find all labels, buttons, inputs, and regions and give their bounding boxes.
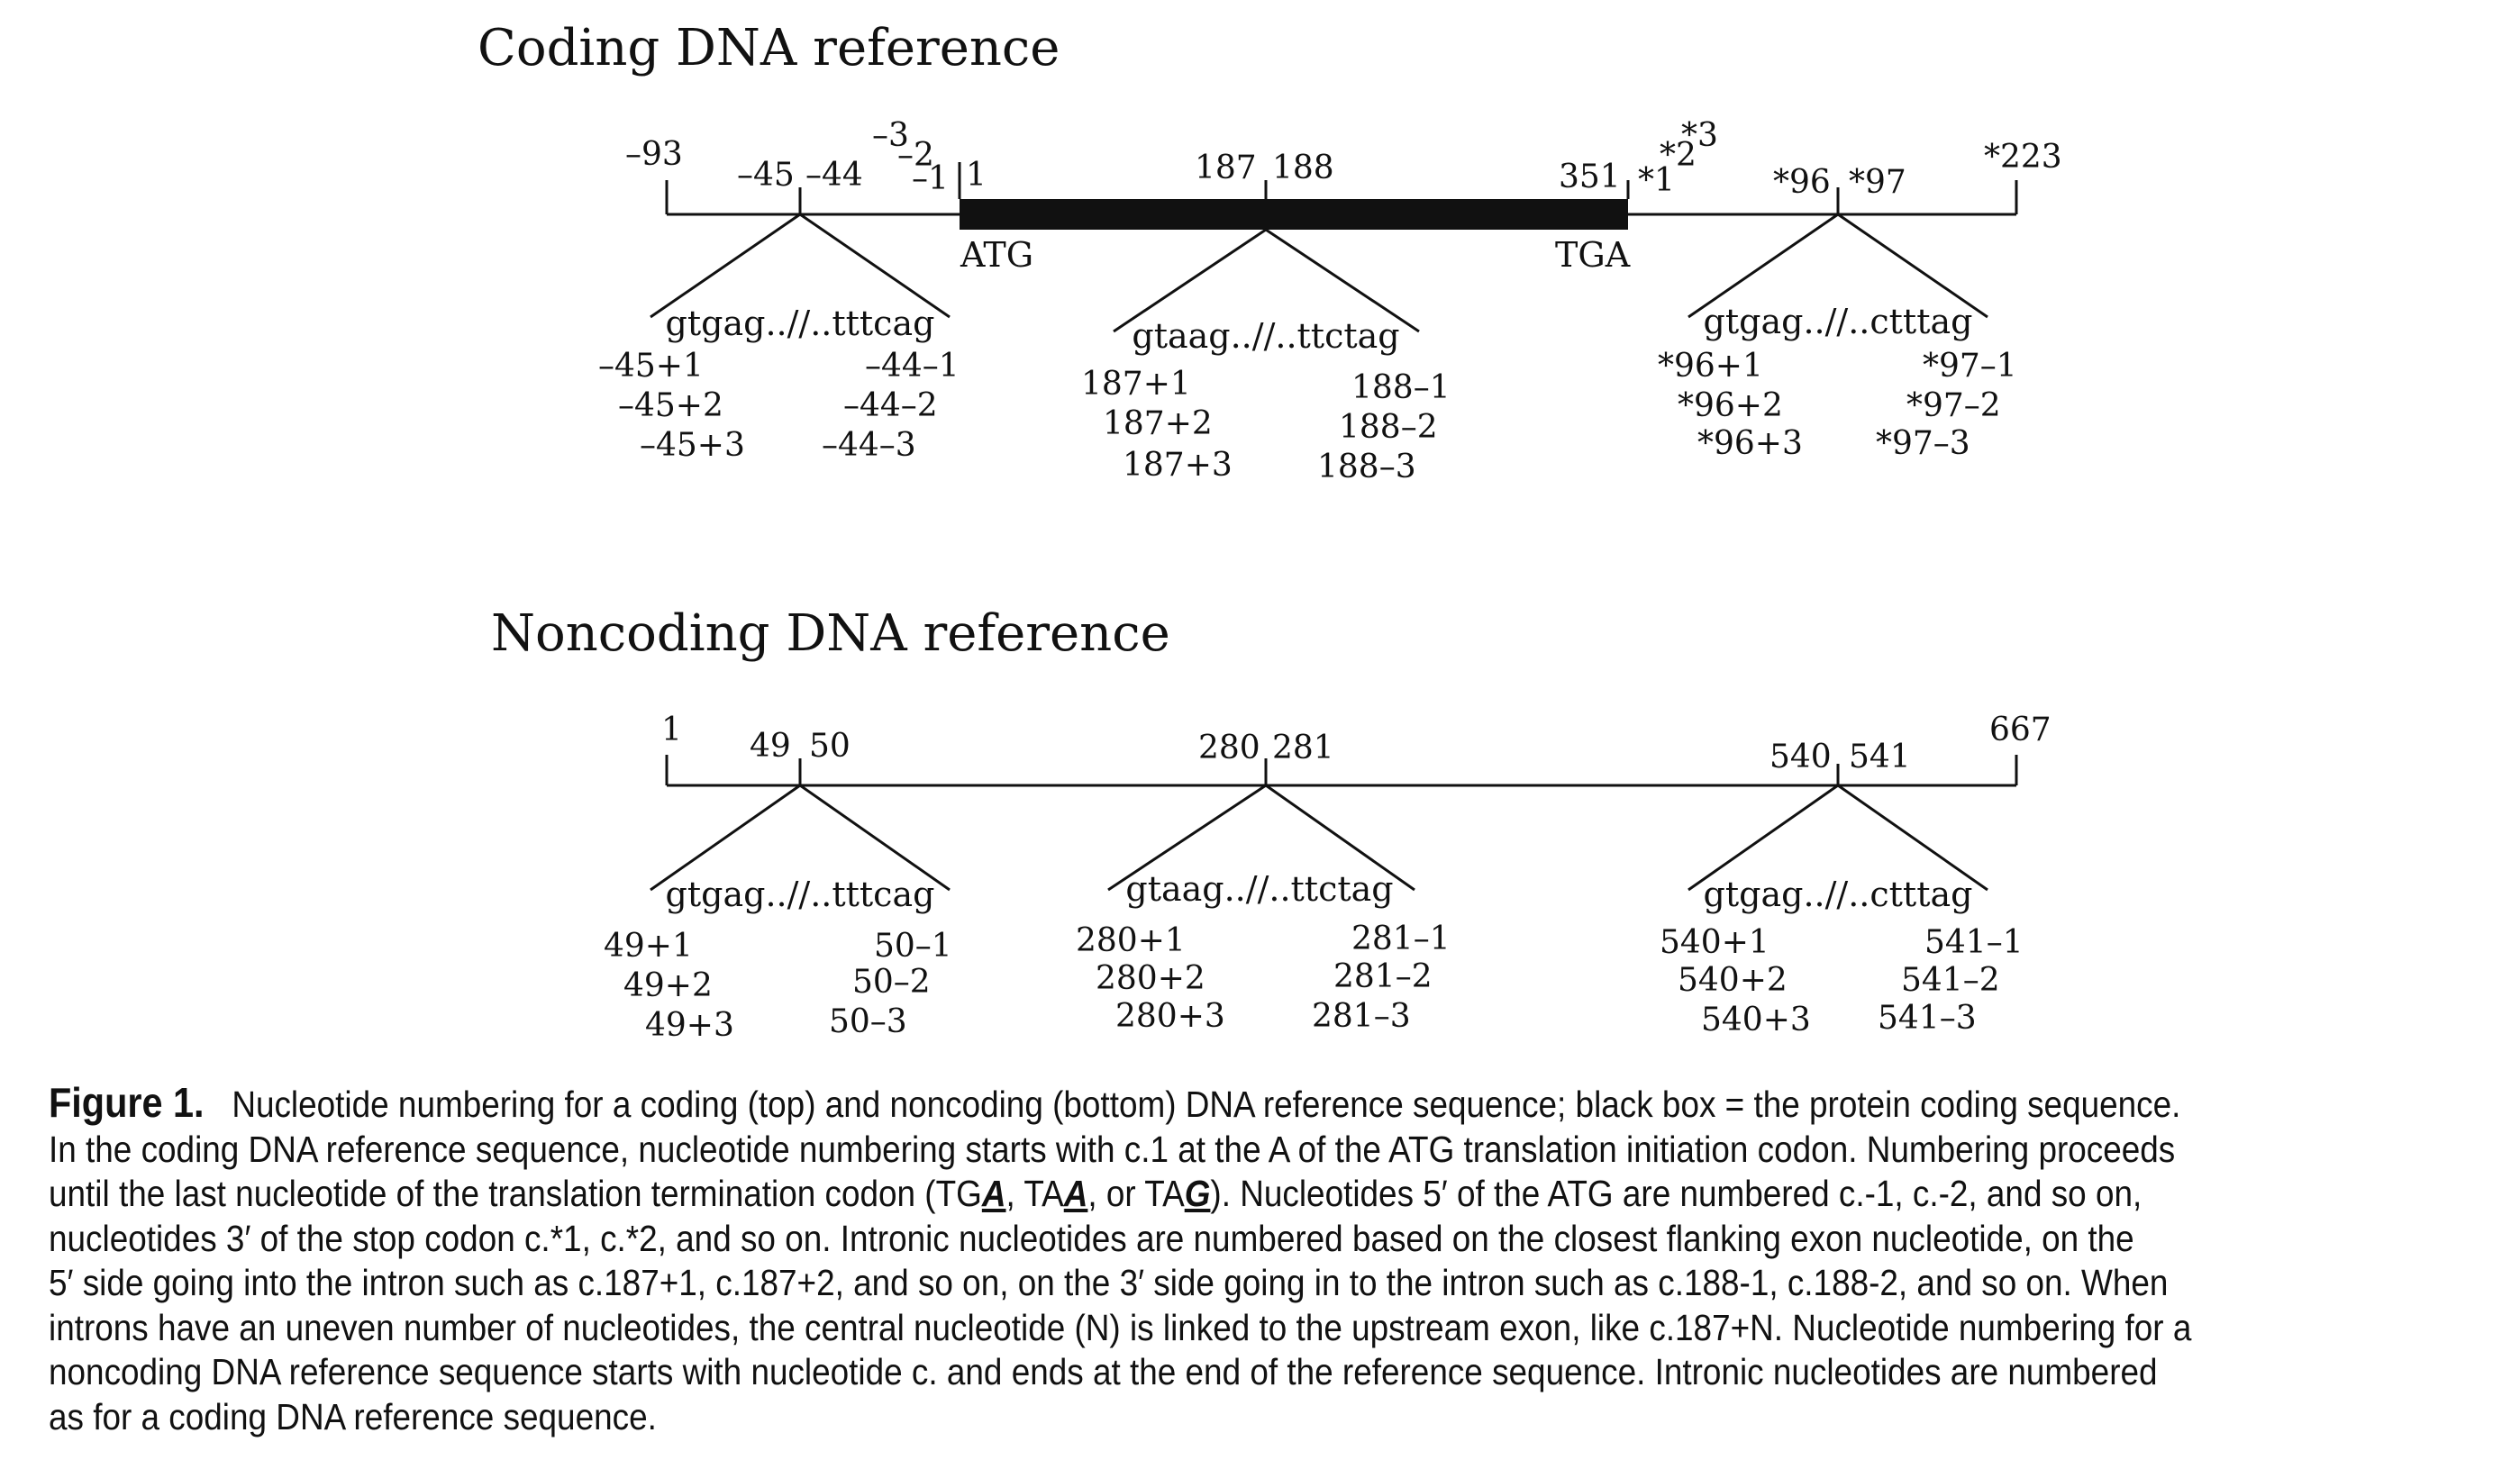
noncoding-intron1-seq: gtgag..//..tttcag <box>666 875 935 914</box>
caption-line-3: until the last nucleotide of the transla… <box>49 1172 2238 1217</box>
noncoding-intron2-seq: gtaag..//..ttctag <box>1125 869 1393 909</box>
noncoding-intron3-right-3: 541–3 <box>1878 1000 1977 1037</box>
codon-tga-last: A <box>981 1173 1006 1214</box>
coding-intron2-right-1: 188–1 <box>1351 369 1451 406</box>
coding-intron1-seq: gtgag..//..tttcag <box>666 304 935 343</box>
noncoding-intron2-v <box>1107 784 1415 892</box>
noncoding-pos-280: 280 <box>1198 730 1260 766</box>
noncoding-intron3-right-1: 541–1 <box>1924 924 2024 961</box>
coding-intron3-left-2: *96+2 <box>1678 387 1783 424</box>
coding-pos-s2: *2 <box>1660 137 1697 174</box>
coding-pos-m45: –45 <box>737 157 795 194</box>
coding-intron2-left-2: 187+2 <box>1103 405 1213 442</box>
caption-line-3-start: until the last nucleotide of the transla… <box>49 1173 936 1214</box>
coding-diagram: Coding DNA reference –93 –45 –44 –3 –2 –… <box>478 19 2062 485</box>
noncoding-intron3-left-1: 540+1 <box>1660 924 1769 961</box>
caption-line-8: as for a coding DNA reference sequence. <box>49 1395 657 1437</box>
coding-pos-s1: *1 <box>1638 162 1675 199</box>
noncoding-intron1-left-1: 49+1 <box>604 928 693 965</box>
coding-intron1-right-3: –44–3 <box>822 427 916 464</box>
coding-intron3-left-3: *96+3 <box>1697 425 1803 462</box>
coding-pos-187: 187 <box>1195 150 1257 186</box>
noncoding-pos-540: 540 <box>1769 739 1832 775</box>
noncoding-intron3-v <box>1688 784 1988 892</box>
coding-pos-m3: –3 <box>872 117 909 154</box>
coding-intron3-left-1: *96+1 <box>1658 348 1763 385</box>
noncoding-title: Noncoding DNA reference <box>491 604 1170 663</box>
coding-pos-s96: *96 <box>1773 164 1831 201</box>
figure-label: Figure 1. <box>49 1079 205 1126</box>
noncoding-pos-1: 1 <box>661 712 682 748</box>
coding-pos-1: 1 <box>966 157 987 194</box>
coding-intron2-left-1: 187+1 <box>1081 366 1191 403</box>
noncoding-intron1-left-2: 49+2 <box>623 967 713 1004</box>
noncoding-intron1-left-3: 49+3 <box>645 1007 734 1044</box>
coding-intron3-right-1: *97–1 <box>1923 348 2017 385</box>
caption-line-2: In the coding DNA reference sequence, nu… <box>49 1128 2176 1170</box>
coding-intron2-right-3: 188–3 <box>1317 449 1416 485</box>
caption-line-3-tail: ). Nucleotides 5′ of the ATG are numbere… <box>1210 1173 2142 1214</box>
noncoding-pos-281: 281 <box>1272 730 1334 766</box>
coding-intron1-right-1: –44–1 <box>865 348 960 385</box>
coding-intron2-seq: gtaag..//..ttctag <box>1132 316 1399 356</box>
coding-intron2-right-2: 188–2 <box>1339 409 1438 446</box>
coding-intron3-right-3: *97–3 <box>1876 425 1970 462</box>
caption-line-5: 5′ side going into the intron such as c.… <box>49 1262 2169 1303</box>
noncoding-intron1-right-3: 50–3 <box>829 1003 907 1040</box>
stop-codon-label: TGA <box>1555 235 1631 275</box>
codon-taa-last: A <box>1063 1173 1088 1214</box>
noncoding-pos-667: 667 <box>1989 712 2051 748</box>
coding-intron1-left-2: –45+2 <box>618 387 723 424</box>
noncoding-pos-49: 49 <box>750 728 791 765</box>
noncoding-intron2-right-3: 281–3 <box>1312 998 1411 1035</box>
coding-intron3-v <box>1688 213 1988 319</box>
noncoding-intron2-left-3: 280+3 <box>1115 998 1225 1035</box>
coding-pos-s97: *97 <box>1849 164 1906 201</box>
noncoding-diagram: Noncoding DNA reference 1 49 50 280 281 … <box>491 604 2051 1044</box>
noncoding-intron3-left-2: 540+2 <box>1678 962 1788 999</box>
coding-intron1-left-1: –45+1 <box>598 348 704 385</box>
noncoding-pos-50: 50 <box>809 728 851 765</box>
caption-line-1: Figure 1. Nucleotide numbering for a cod… <box>49 1079 2238 1128</box>
noncoding-intron2-right-1: 281–1 <box>1351 920 1451 957</box>
coding-pos-351: 351 <box>1559 159 1621 195</box>
noncoding-pos-541: 541 <box>1849 739 1911 775</box>
coding-pos-m44: –44 <box>805 157 863 194</box>
noncoding-intron2-left-2: 280+2 <box>1096 960 1205 997</box>
noncoding-intron1-v <box>650 784 951 892</box>
noncoding-intron2-left-1: 280+1 <box>1076 922 1186 959</box>
noncoding-intron2-right-2: 281–2 <box>1333 958 1433 995</box>
coding-pos-s3: *3 <box>1681 117 1718 154</box>
caption-line-7: noncoding DNA reference sequence starts … <box>49 1351 2158 1392</box>
coding-intron3-seq: gtgag..//..ctttag <box>1704 302 1973 341</box>
coding-intron2-v <box>1113 228 1420 333</box>
coding-intron3-right-2: *97–2 <box>1906 387 2001 424</box>
coding-pos-m2: –2 <box>897 137 934 174</box>
codon-tga-base: TG <box>935 1173 982 1214</box>
codon-tag-last: G <box>1184 1173 1211 1214</box>
coding-pos-m93: –93 <box>625 136 683 173</box>
start-codon-label: ATG <box>960 235 1033 275</box>
coding-title: Coding DNA reference <box>478 19 1060 77</box>
coding-pos-188: 188 <box>1272 150 1334 186</box>
noncoding-intron3-seq: gtgag..//..ctttag <box>1704 875 1973 914</box>
coding-pos-m1: –1 <box>912 160 949 197</box>
noncoding-intron1-right-2: 50–2 <box>852 964 931 1001</box>
coding-pos-s223: *223 <box>1984 139 2062 176</box>
caption-sep-2: , or TA <box>1087 1173 1185 1214</box>
caption-line-1-text: Nucleotide numbering for a coding (top) … <box>232 1084 2181 1125</box>
noncoding-intron3-right-2: 541–2 <box>1901 962 2000 999</box>
coding-intron1-left-3: –45+3 <box>640 427 745 464</box>
noncoding-intron3-left-3: 540+3 <box>1701 1002 1811 1038</box>
figure-caption: Figure 1. Nucleotide numbering for a cod… <box>49 1079 2238 1439</box>
caption-line-6: introns have an uneven number of nucleot… <box>49 1306 2192 1348</box>
nucleotide-numbering-diagram: Coding DNA reference –93 –45 –44 –3 –2 –… <box>478 19 2062 1044</box>
coding-intron2-left-3: 187+3 <box>1123 447 1233 484</box>
caption-line-4: nucleotides 3′ of the stop codon c.*1, c… <box>49 1217 2134 1259</box>
coding-intron1-right-2: –44–2 <box>843 387 938 424</box>
noncoding-intron1-right-1: 50–1 <box>874 928 952 965</box>
coding-intron1-v <box>650 213 951 319</box>
caption-sep-1: , TA <box>1005 1173 1064 1214</box>
coding-sequence-box <box>960 199 1628 230</box>
